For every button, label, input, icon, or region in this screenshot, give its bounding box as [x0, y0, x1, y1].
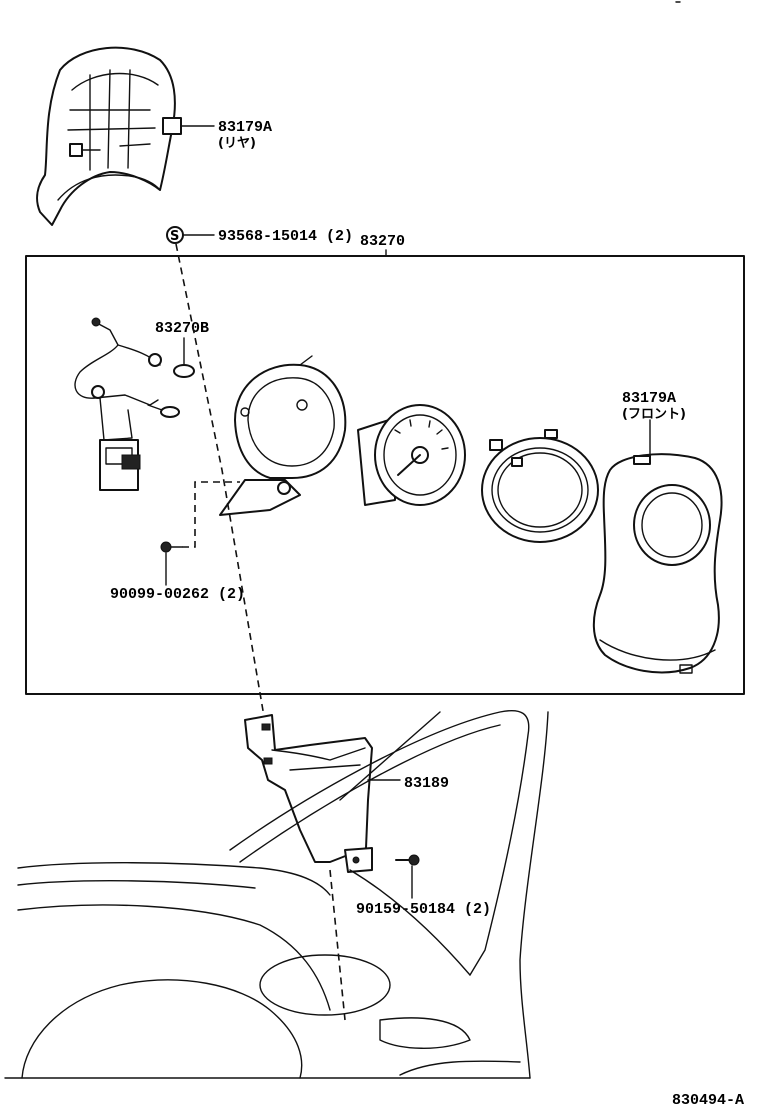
bracket-illustration	[244, 714, 373, 873]
rear-cover-note: (リヤ)	[218, 136, 256, 151]
assembly-box	[25, 255, 745, 695]
small-screw-icon	[160, 541, 183, 553]
rear-cover-illustration	[36, 46, 182, 226]
bolt-icon	[395, 854, 420, 866]
front-cover-note: (フロント)	[622, 407, 686, 422]
bracket-part-number: 83189	[404, 775, 449, 792]
assembly-part-number: 83270	[360, 233, 405, 250]
screw-dashed-line	[175, 243, 269, 741]
dashboard-illustration	[4, 709, 549, 1079]
screw2-part-number: 90099-00262 (2)	[110, 586, 245, 603]
bezel-ring-illustration	[481, 429, 599, 543]
bolt-part-number: 90159-50184 (2)	[356, 901, 491, 918]
front-cover-illustration	[592, 453, 723, 674]
wiring-harness-illustration	[74, 317, 195, 491]
meter-housing-illustration	[219, 355, 347, 516]
gauge-dial-illustration	[357, 404, 466, 506]
rear-cover-part-number: 83179A	[218, 119, 272, 136]
screw2-dashed-line	[182, 481, 240, 548]
screw-part-number: 93568-15014 (2)	[218, 228, 353, 245]
sub-assy-part-number: 83270B	[155, 320, 209, 337]
screw-symbol-letter: S	[170, 229, 179, 244]
diagram-id: 830494-A	[672, 1092, 744, 1109]
front-cover-part-number: 83179A	[622, 390, 676, 407]
